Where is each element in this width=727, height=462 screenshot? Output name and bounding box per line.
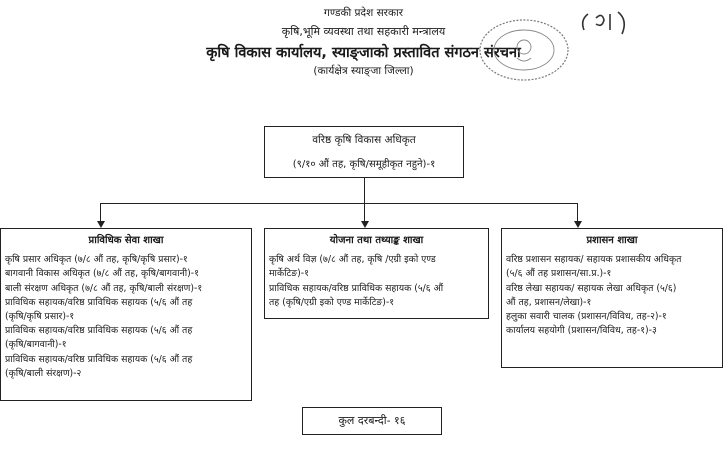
branch-item: प्राविधिक सहायक/वरिष्ठ प्राविधिक सहायक (… <box>269 282 444 294</box>
branch-item: कृषि प्रसार अधिकृत (७/८ औं तह, कृषि/कृषि… <box>5 254 188 266</box>
header-title: कृषि विकास कार्यालय, स्याङ्जाको प्रस्ताव… <box>206 45 521 61</box>
head-office-title: वरिष्ठ कृषि विकास अधिकृत <box>312 134 416 146</box>
branch-administration: प्रशासन शाखा वरिष्ठ प्रशासन सहायक/ सहायक… <box>501 228 723 368</box>
header-line-4: (कार्यक्षेत्र स्याङ्जा जिल्ला) <box>313 65 414 77</box>
branch-title: योजना तथा तथ्याङ्क शाखा <box>329 235 424 246</box>
arrow-right-icon <box>574 221 582 228</box>
branch-title: प्राविधिक सेवा शाखा <box>88 235 164 246</box>
branch-technical-services: प्राविधिक सेवा शाखा कृषि प्रसार अधिकृत (… <box>0 228 252 401</box>
branch-item: बाली संरक्षण अधिकृत (७/८ औं तह, कृषि/बाल… <box>5 282 203 294</box>
arrow-center-icon <box>361 221 369 228</box>
branch-item: हलुका सवारी चालक (प्रशासन/विविध, तह-२)-१ <box>506 311 667 323</box>
connector-right-drop <box>577 203 579 221</box>
header-line-1: गण्डकी प्रदेश सरकार <box>323 7 404 19</box>
branch-item: औं तह, प्रशासन/लेखा)-१ <box>506 296 592 308</box>
branch-item: मार्केटिङ)-१ <box>269 268 309 280</box>
total-positions: कुल दरबन्दी- १६ <box>302 407 442 435</box>
branch-item: (५/६ औं तह प्रशासन/सा.प्र.)-१ <box>506 268 612 280</box>
arrow-left-icon <box>97 221 105 228</box>
connector-horizontal <box>100 203 578 205</box>
branch-title: प्रशासन शाखा <box>586 235 638 246</box>
branch-item: बागवानी विकास अधिकृत (७/८ औं तह, कृषि/बा… <box>5 268 199 280</box>
branch-item: प्राविधिक सहायक/वरिष्ठ प्राविधिक सहायक (… <box>5 325 193 337</box>
office-seal-icon <box>479 19 569 81</box>
header-line-2: कृषि,भूमि व्यवस्था तथा सहकारी मन्त्रालय <box>281 25 446 38</box>
branch-item: कृषि अर्थ विज्ञ (७/८ औं तह, कृषि /एग्री … <box>269 254 436 266</box>
branch-planning-statistics: योजना तथा तथ्याङ्क शाखा कृषि अर्थ विज्ञ … <box>264 228 489 319</box>
branch-item: कार्यालय सहयोगी (प्रशासन/विविध, तह-१)-३ <box>506 325 657 337</box>
branch-item: वरिष्ठ लेखा सहायक/ सहायक लेखा अधिकृत (५/… <box>506 282 677 294</box>
branch-item: प्राविधिक सहायक/वरिष्ठ प्राविधिक सहायक (… <box>5 353 193 365</box>
branch-item: (कृषि/कृषि प्रसार)-१ <box>5 311 75 323</box>
branch-item: (कृषि/बागवानी)-१ <box>5 339 67 351</box>
branch-item: (कृषि/बाली संरक्षण)-२ <box>5 367 82 379</box>
connector-trunk <box>364 178 366 204</box>
connector-left-drop <box>100 203 102 221</box>
connector-center-drop <box>364 203 366 221</box>
head-office-detail: (९/१० औं तह, कृषि/समूहीकृत नहुने)-१ <box>292 159 436 170</box>
branch-item: प्राविधिक सहायक/वरिष्ठ प्राविधिक सहायक (… <box>5 296 193 308</box>
branch-item: तह (कृषि/एग्री इको एण्ड मार्केटिङ)-१ <box>269 296 395 308</box>
head-office-box: वरिष्ठ कृषि विकास अधिकृत (९/१० औं तह, कृ… <box>264 126 464 178</box>
branch-item: वरिष्ठ प्रशासन सहायक/ सहायक प्रशासकीय अध… <box>506 254 682 266</box>
signature-icon <box>581 11 626 35</box>
